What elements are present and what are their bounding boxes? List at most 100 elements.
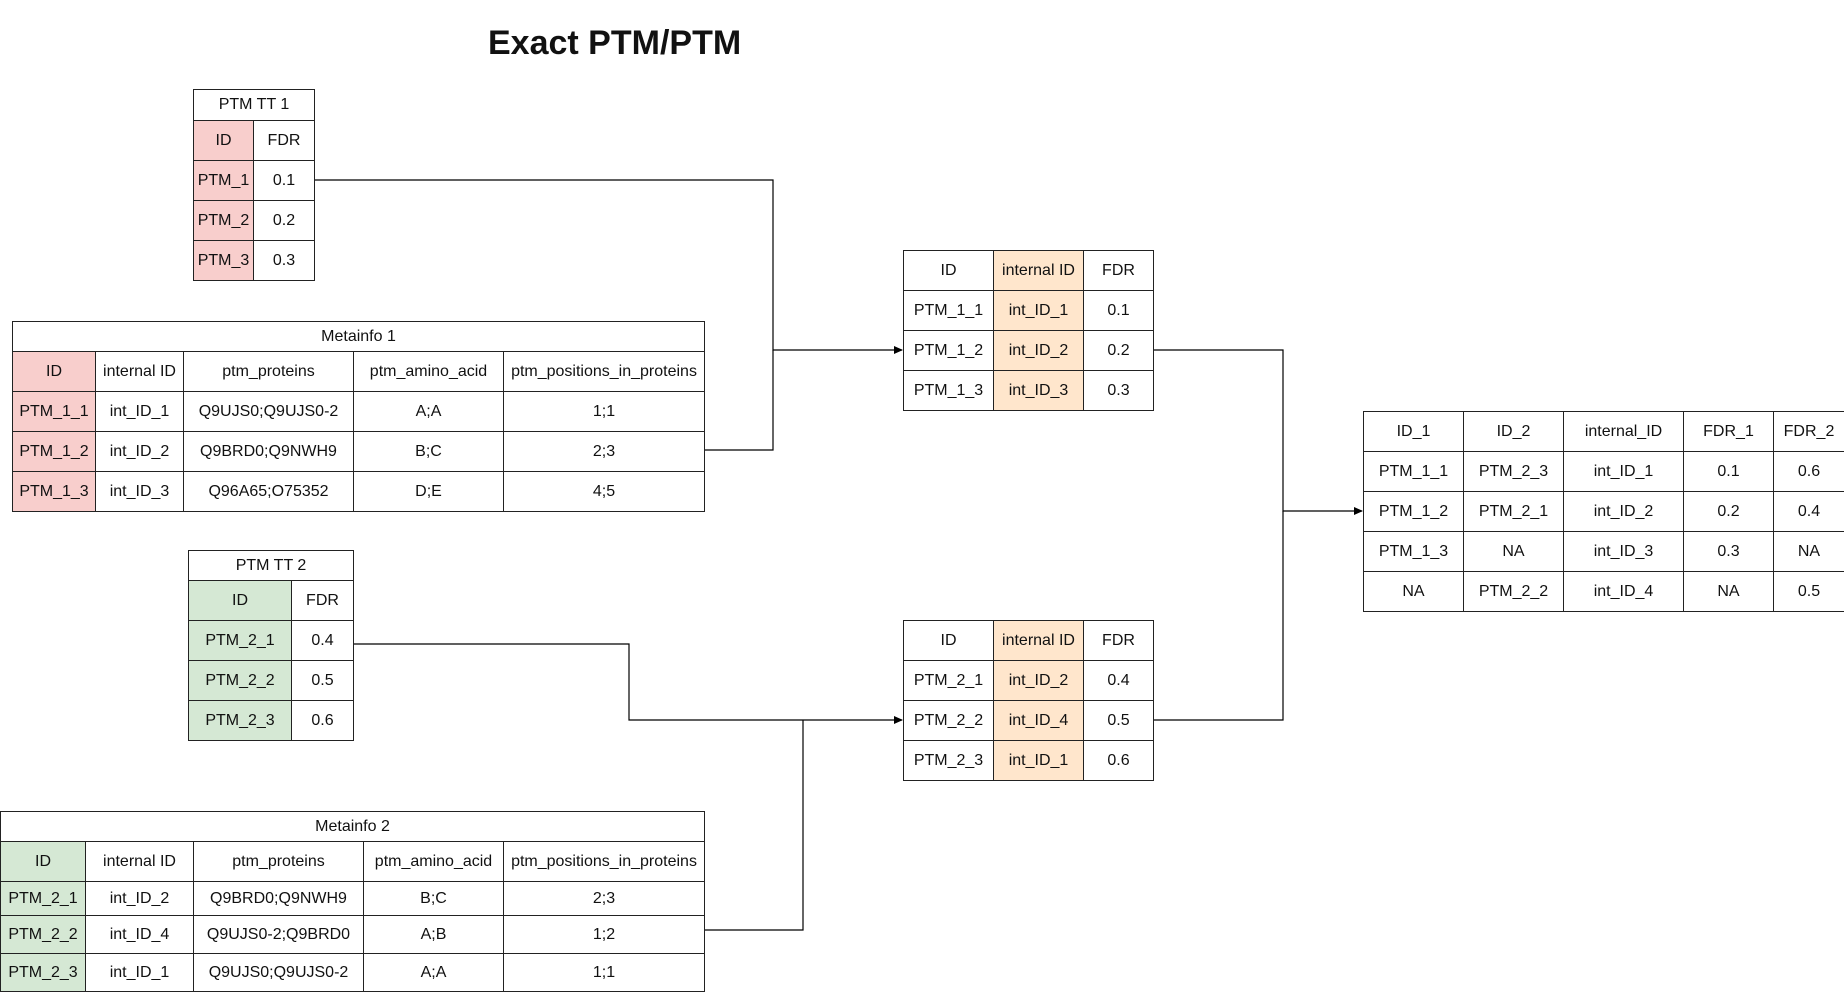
positions-cell: 1;1 [504, 954, 705, 992]
header-cell: FDR [292, 581, 354, 621]
table-row: PTM_2_1 0.4 [189, 621, 354, 661]
connector-mid1-to-result [1153, 350, 1362, 511]
positions-cell: 4;5 [504, 472, 705, 512]
internal-id-cell: int_ID_3 [994, 371, 1084, 411]
fdr-cell: 0.6 [1084, 741, 1154, 781]
proteins-cell: Q9BRD0;Q9NWH9 [184, 432, 354, 472]
result-table: ID_1 ID_2 internal_ID FDR_1 FDR_2 PTM_1_… [1363, 411, 1844, 612]
header-cell: internal_ID [1564, 412, 1684, 452]
id-cell: PTM_1_3 [904, 371, 994, 411]
cell: int_ID_4 [1564, 572, 1684, 612]
cell: PTM_1_2 [1364, 492, 1464, 532]
fdr-cell: 0.5 [292, 661, 354, 701]
fdr-cell: 0.4 [292, 621, 354, 661]
connector-meta2-to-mid2 [704, 720, 803, 930]
proteins-cell: Q96A65;O75352 [184, 472, 354, 512]
amino-acid-cell: A;A [364, 954, 504, 992]
header-cell: ID [13, 352, 96, 392]
table-row: PTM_1_2 int_ID_2 0.2 [904, 331, 1154, 371]
internal-id-cell: int_ID_4 [994, 701, 1084, 741]
cell: PTM_1_3 [1364, 532, 1464, 572]
header-cell: ptm_proteins [184, 352, 354, 392]
cell: NA [1364, 572, 1464, 612]
fdr-cell: 0.4 [1084, 661, 1154, 701]
header-cell: internal ID [96, 352, 184, 392]
table-row: PTM_2_2 int_ID_4 Q9UJS0-2;Q9BRD0 A;B 1;2 [1, 916, 705, 954]
connector-mid2-to-result [1153, 511, 1283, 720]
table-caption: PTM TT 2 [189, 551, 354, 581]
positions-cell: 2;3 [504, 432, 705, 472]
cell: int_ID_1 [1564, 452, 1684, 492]
amino-acid-cell: A;A [354, 392, 504, 432]
id-cell: PTM_1_2 [904, 331, 994, 371]
header-cell: ptm_proteins [194, 842, 364, 882]
fdr-cell: 0.1 [1084, 291, 1154, 331]
cell: int_ID_2 [1564, 492, 1684, 532]
header-cell: ID_1 [1364, 412, 1464, 452]
id-cell: PTM_2_2 [904, 701, 994, 741]
internal-id-cell: int_ID_3 [96, 472, 184, 512]
fdr-cell: 0.6 [292, 701, 354, 741]
merged-table-1: ID internal ID FDR PTM_1_1 int_ID_1 0.1 … [903, 250, 1154, 411]
cell: int_ID_3 [1564, 532, 1684, 572]
table-caption: Metainfo 2 [1, 812, 705, 842]
table-row: PTM_1_1 int_ID_1 Q9UJS0;Q9UJS0-2 A;A 1;1 [13, 392, 705, 432]
table-row: PTM_2_1 int_ID_2 Q9BRD0;Q9NWH9 B;C 2;3 [1, 882, 705, 916]
metainfo-2-table: Metainfo 2 ID internal ID ptm_proteins p… [0, 811, 705, 992]
amino-acid-cell: B;C [364, 882, 504, 916]
internal-id-cell: int_ID_1 [994, 741, 1084, 781]
table-row: PTM_2_3 int_ID_1 0.6 [904, 741, 1154, 781]
header-cell: internal ID [994, 251, 1084, 291]
header-cell: ptm_amino_acid [354, 352, 504, 392]
table-row: PTM_3 0.3 [194, 241, 315, 281]
amino-acid-cell: D;E [354, 472, 504, 512]
table-row: PTM_2 0.2 [194, 201, 315, 241]
fdr-cell: 0.3 [254, 241, 315, 281]
amino-acid-cell: A;B [364, 916, 504, 954]
internal-id-cell: int_ID_1 [96, 392, 184, 432]
table-row: PTM_1_1 int_ID_1 0.1 [904, 291, 1154, 331]
positions-cell: 1;1 [504, 392, 705, 432]
header-cell: FDR [1084, 251, 1154, 291]
table-row: PTM_1_2 PTM_2_1 int_ID_2 0.2 0.4 [1364, 492, 1844, 532]
id-cell: PTM_2_3 [189, 701, 292, 741]
connector-meta1-to-mid1 [704, 350, 773, 450]
table-caption: Metainfo 1 [13, 322, 705, 352]
connector-tt2-to-mid2 [353, 644, 902, 720]
positions-cell: 2;3 [504, 882, 705, 916]
cell: 0.3 [1684, 532, 1774, 572]
internal-id-cell: int_ID_2 [994, 661, 1084, 701]
cell: 0.1 [1684, 452, 1774, 492]
header-cell: ID_2 [1464, 412, 1564, 452]
fdr-cell: 0.2 [254, 201, 315, 241]
header-cell: FDR [1084, 621, 1154, 661]
id-cell: PTM_1 [194, 161, 254, 201]
table-row: PTM_1 0.1 [194, 161, 315, 201]
header-cell: FDR_2 [1774, 412, 1844, 452]
internal-id-cell: int_ID_2 [994, 331, 1084, 371]
header-cell: FDR [254, 121, 315, 161]
header-cell: ID [904, 621, 994, 661]
id-cell: PTM_1_1 [904, 291, 994, 331]
cell: 0.2 [1684, 492, 1774, 532]
table-row: NA PTM_2_2 int_ID_4 NA 0.5 [1364, 572, 1844, 612]
table-row: PTM_2_3 0.6 [189, 701, 354, 741]
id-cell: PTM_2_3 [904, 741, 994, 781]
cell: PTM_2_3 [1464, 452, 1564, 492]
id-cell: PTM_2_1 [1, 882, 86, 916]
cell: PTM_2_2 [1464, 572, 1564, 612]
header-cell: ptm_amino_acid [364, 842, 504, 882]
table-row: PTM_1_3 int_ID_3 Q96A65;O75352 D;E 4;5 [13, 472, 705, 512]
table-row: PTM_2_1 int_ID_2 0.4 [904, 661, 1154, 701]
proteins-cell: Q9UJS0;Q9UJS0-2 [184, 392, 354, 432]
id-cell: PTM_2_2 [189, 661, 292, 701]
cell: 0.6 [1774, 452, 1844, 492]
fdr-cell: 0.5 [1084, 701, 1154, 741]
proteins-cell: Q9BRD0;Q9NWH9 [194, 882, 364, 916]
id-cell: PTM_2_1 [904, 661, 994, 701]
positions-cell: 1;2 [504, 916, 705, 954]
fdr-cell: 0.2 [1084, 331, 1154, 371]
amino-acid-cell: B;C [354, 432, 504, 472]
table-row: PTM_1_1 PTM_2_3 int_ID_1 0.1 0.6 [1364, 452, 1844, 492]
table-row: PTM_1_3 NA int_ID_3 0.3 NA [1364, 532, 1844, 572]
